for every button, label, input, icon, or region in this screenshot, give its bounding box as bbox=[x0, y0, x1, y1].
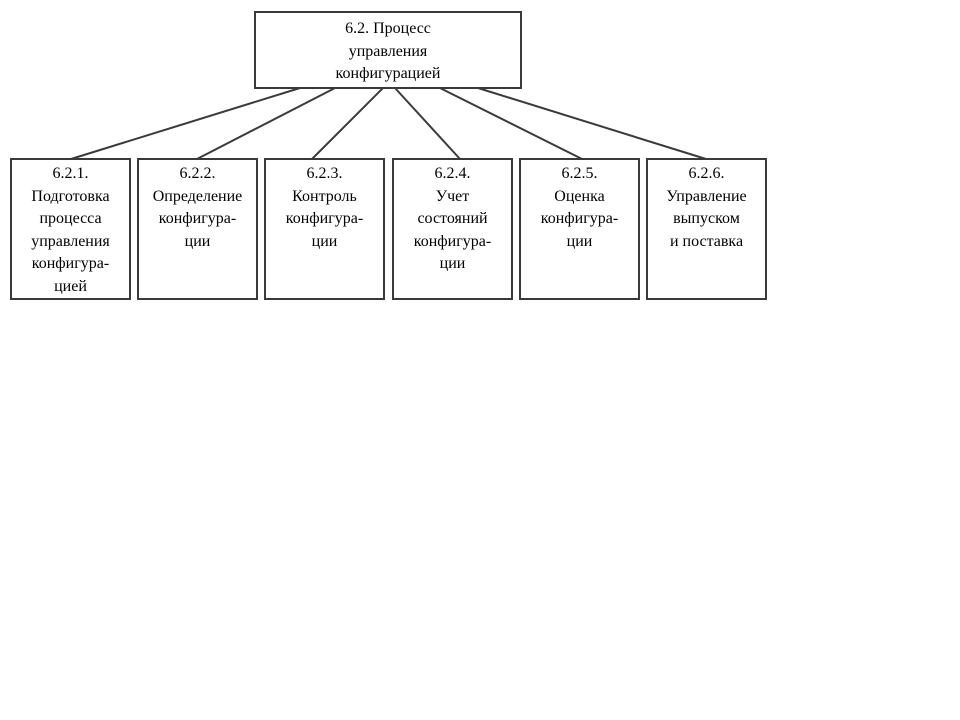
child-node-line: конфигура- bbox=[540, 210, 619, 227]
child-node-line: 6.2.4. bbox=[434, 165, 471, 182]
root-node-line: 6.2. Процесс bbox=[345, 20, 431, 37]
child-node-6-2-5: 6.2.5. Оценка конфигура- ции bbox=[519, 158, 640, 300]
connector-line-6 bbox=[477, 87, 707, 160]
child-node-line: конфигура- bbox=[285, 210, 364, 227]
root-node: 6.2. Процесс управления конфигурацией bbox=[254, 11, 522, 89]
child-node-line: 6.2.1. bbox=[52, 165, 89, 182]
child-node-line: Определение bbox=[152, 187, 243, 205]
child-node-line: управления bbox=[31, 232, 110, 250]
child-node-line: ции bbox=[439, 255, 466, 272]
child-node-line: конфигура- bbox=[31, 255, 110, 272]
child-node-line: Подготовка bbox=[31, 187, 110, 205]
child-node-6-2-1: 6.2.1. Подготовка процесса управления ко… bbox=[10, 158, 131, 300]
child-node-line: ции bbox=[311, 232, 338, 250]
child-node-line: цией bbox=[54, 277, 87, 295]
child-node-line: и поставка bbox=[669, 232, 744, 250]
root-node-line: управления bbox=[348, 42, 428, 60]
child-node-6-2-3: 6.2.3. Контроль конфигура- ции bbox=[264, 158, 385, 300]
child-node-line: Управление bbox=[666, 187, 747, 205]
child-node-line: процесса bbox=[39, 210, 102, 227]
child-node-line: выпуском bbox=[673, 210, 740, 227]
child-node-line: 6.2.3. bbox=[306, 165, 343, 182]
child-node-line: 6.2.2. bbox=[179, 165, 216, 182]
connector-line-5 bbox=[439, 87, 583, 160]
connector-line-1 bbox=[70, 87, 301, 160]
child-node-line: состояний bbox=[417, 210, 488, 227]
connector-line-3 bbox=[311, 87, 384, 160]
child-node-line: Учет bbox=[435, 187, 470, 205]
root-node-line: конфигурацией bbox=[335, 65, 441, 82]
child-node-line: Контроль bbox=[292, 187, 357, 205]
child-node-line: конфигура- bbox=[158, 210, 237, 227]
child-node-line: конфигура- bbox=[413, 232, 492, 250]
child-node-line: 6.2.5. bbox=[561, 165, 598, 182]
child-node-6-2-4: 6.2.4. Учет состояний конфигура- ции bbox=[392, 158, 513, 300]
child-node-line: ции bbox=[184, 232, 211, 250]
child-node-line: Оценка bbox=[554, 187, 605, 205]
connector-line-4 bbox=[394, 87, 461, 160]
child-node-6-2-6: 6.2.6. Управление выпуском и поставка bbox=[646, 158, 767, 300]
child-node-line: 6.2.6. bbox=[688, 165, 725, 182]
child-node-6-2-2: 6.2.2. Определение конфигура- ции bbox=[137, 158, 258, 300]
child-node-line: ции bbox=[566, 232, 593, 250]
connector-line-2 bbox=[196, 87, 336, 160]
